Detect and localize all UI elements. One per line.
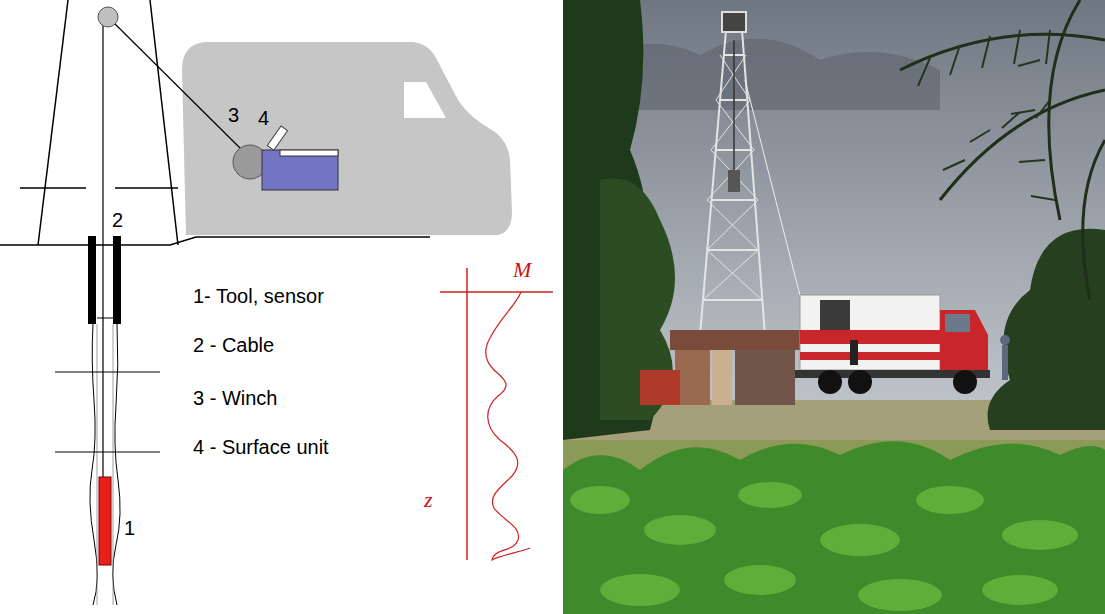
axis-label: M <box>513 258 531 282</box>
legend-item: 2 - Cable <box>193 333 274 357</box>
axis-label: z <box>424 488 433 512</box>
legend-item: 3 - Winch <box>193 386 277 410</box>
casing-wall <box>88 236 96 324</box>
borehole-wall <box>90 318 120 605</box>
callout-number: 1 <box>124 516 135 540</box>
logging-tool <box>99 477 111 565</box>
callout-number: 3 <box>228 103 239 127</box>
callout-number: 2 <box>112 208 123 232</box>
cable-line <box>108 17 242 150</box>
formation-boundary <box>55 372 160 373</box>
van-windshield <box>404 82 446 118</box>
log-plot <box>440 268 553 560</box>
pulley-symbol <box>98 7 118 27</box>
surface-unit-lid <box>280 150 338 156</box>
derrick-schematic <box>20 0 178 245</box>
casing-wall <box>113 236 121 324</box>
legend-item: 1- Tool, sensor <box>193 284 324 308</box>
callout-number: 4 <box>258 106 269 130</box>
formation-boundary <box>55 452 160 453</box>
recorder-pen <box>267 126 287 150</box>
cable-line <box>102 17 103 478</box>
rig-photo <box>563 0 1105 614</box>
logging-van <box>182 42 512 235</box>
surface-unit <box>262 150 338 190</box>
legend-item: 4 - Surface unit <box>193 435 329 459</box>
ground-line <box>0 237 430 245</box>
